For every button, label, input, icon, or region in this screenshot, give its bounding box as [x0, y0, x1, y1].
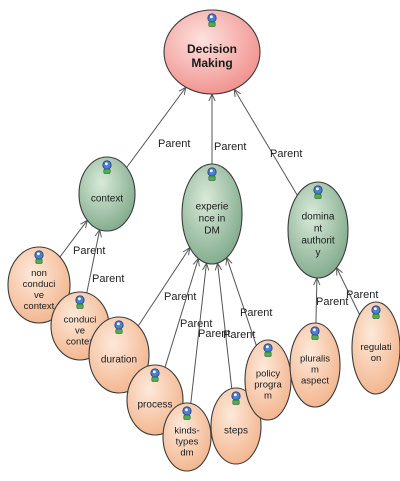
node-label-line: non [31, 268, 47, 279]
edge-label-process: Parent [180, 318, 212, 330]
edge-label-experience-in-dm: Parent [214, 141, 246, 153]
node-label-line: steps [224, 426, 248, 437]
entity-icon [207, 13, 217, 27]
edge-label-policy-program: Parent [240, 307, 272, 319]
edge-steps-to-experience-in-dm [218, 263, 233, 389]
node-shape [162, 402, 212, 472]
edge-kinds-types-dm-to-experience-in-dm [190, 263, 207, 404]
node-label-line: pluralis [300, 353, 330, 364]
node-label-line: DM [204, 226, 220, 237]
node-label-line: context [24, 301, 55, 312]
node-shape [88, 316, 150, 394]
node-label-line: authorit [301, 236, 335, 247]
node-label-line: types [176, 436, 199, 447]
node-label-line: policy [256, 368, 281, 379]
node-shape [163, 9, 261, 95]
edge-label-regulation: Parent [346, 289, 378, 301]
node-context[interactable]: context [78, 156, 136, 232]
node-shape [289, 322, 341, 408]
edge-label-conducive-context: Parent [92, 273, 124, 285]
entity-icon [263, 343, 273, 357]
node-label-line: y [316, 248, 321, 259]
node-label-line: regulati [360, 342, 391, 353]
entity-icon [102, 160, 112, 174]
entity-icon [231, 391, 241, 405]
node-label-line: duration [101, 355, 137, 366]
node-label-line: contex [66, 336, 94, 347]
entity-icon [371, 305, 381, 319]
edge-conducive-context-to-context [86, 230, 100, 294]
node-label-line: on [371, 353, 382, 364]
edge-label-context: Parent [158, 138, 190, 150]
entity-icon [310, 326, 320, 340]
node-label-line: kinds- [174, 425, 199, 436]
edge-dominant-authority-to-decision-making [234, 89, 298, 196]
entity-icon [313, 185, 323, 199]
node-shape [181, 163, 243, 265]
node-label-line: conduci [64, 314, 97, 325]
entity-icon [182, 406, 192, 420]
node-label-line: conduci [23, 279, 56, 290]
node-shape [78, 156, 136, 232]
edge-label-non-conducive-context: Parent [73, 245, 105, 257]
node-label-line: ve [75, 325, 85, 336]
node-label-line: ve [34, 290, 44, 301]
node-label-line: aspect [301, 375, 329, 386]
node-label-line: nt [314, 224, 323, 235]
node-label-line: nce in [199, 214, 226, 225]
node-label-line: m [264, 390, 272, 401]
node-label-line: domina [302, 212, 335, 223]
edge-duration-to-experience-in-dm [137, 248, 190, 327]
entity-icon [114, 320, 124, 334]
node-label-line: progra [254, 379, 282, 390]
edge-pluralism-aspect-to-dominant-authority [316, 278, 317, 324]
edge-non-conducive-context-to-context [59, 220, 87, 258]
node-shape [287, 181, 349, 279]
node-shape [351, 301, 400, 395]
entity-icon [34, 250, 44, 264]
edge-label-dominant-authority: Parent [270, 148, 302, 160]
edge-process-to-experience-in-dm [164, 259, 198, 368]
edge-label-duration: Parent [164, 291, 196, 303]
edge-label-kinds-types-dm: Parent [198, 328, 230, 340]
edge-policy-program-to-experience-in-dm [227, 258, 257, 346]
edge-label-steps: Parent [223, 329, 255, 341]
edge-regulation-to-dominant-authority [337, 268, 360, 315]
entity-icon [150, 368, 160, 382]
node-label-line: process [137, 400, 172, 411]
node-label-line: dm [180, 447, 193, 458]
node-steps[interactable]: steps [210, 387, 262, 465]
node-label-line: m [311, 364, 319, 375]
node-label-line: Making [191, 56, 232, 70]
edge-context-to-decision-making [126, 87, 186, 168]
entity-icon [75, 295, 85, 309]
node-label-line: context [91, 194, 123, 205]
entity-icon [207, 167, 217, 181]
node-shape [210, 387, 262, 465]
node-shape [244, 339, 292, 421]
edge-label-pluralism-aspect: Parent [316, 296, 348, 308]
node-label-line: experie [196, 202, 229, 213]
node-label-line: Decision [187, 42, 237, 56]
node-shape [7, 246, 71, 324]
node-duration[interactable]: duration [88, 316, 150, 394]
